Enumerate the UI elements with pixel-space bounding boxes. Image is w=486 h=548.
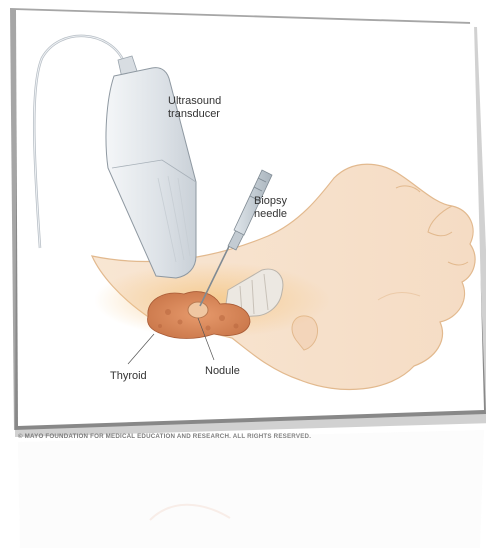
- label-thyroid: Thyroid: [110, 370, 147, 382]
- label-nodule: Nodule: [205, 365, 240, 377]
- label-transducer-line2: transducer: [168, 108, 220, 120]
- panel-reflection: © MAYO FOUNDATION FOR MEDICAL EDUCATION …: [18, 430, 484, 548]
- label-needle-line1: Biopsy: [254, 195, 288, 207]
- label-transducer-line1: Ultrasound: [168, 95, 221, 107]
- label-needle-line2: needle: [254, 208, 287, 220]
- nodule: [188, 302, 208, 318]
